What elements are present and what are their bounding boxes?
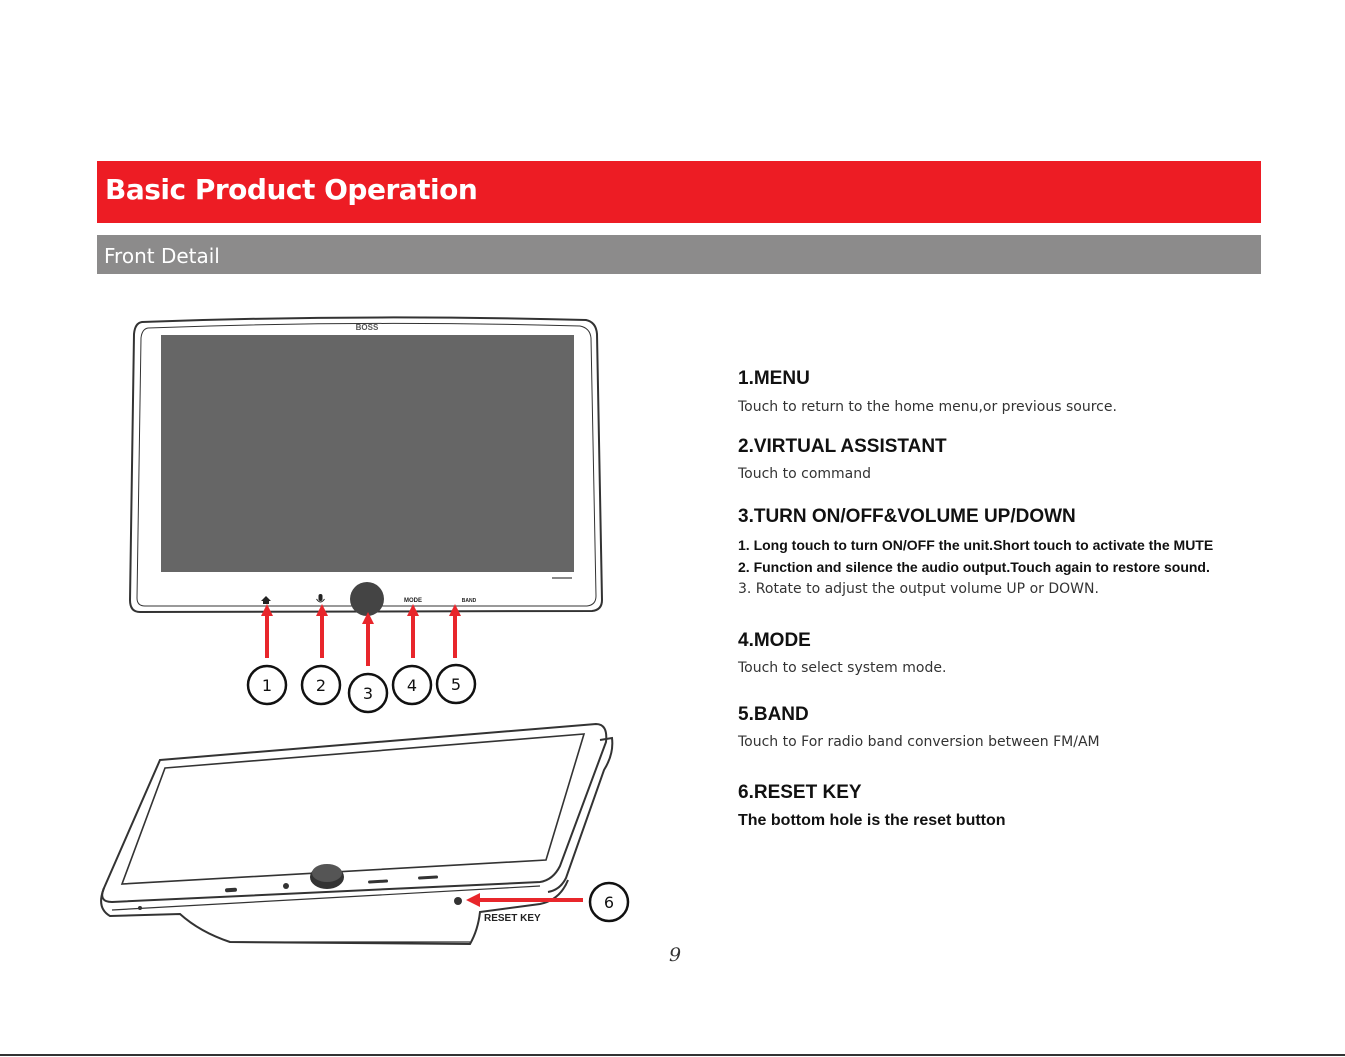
volume-knob-icon	[350, 582, 384, 616]
instruction-text: The bottom hole is the reset button	[738, 812, 1006, 829]
reset-hole	[454, 897, 462, 905]
page-title: Basic Product Operation	[105, 173, 478, 206]
perspective-knob	[310, 864, 344, 889]
instruction-text: Touch to command	[738, 466, 872, 482]
instruction-band: 5.BAND Touch to For radio band conversio…	[738, 704, 1100, 753]
subsection-title: Front Detail	[104, 244, 220, 268]
instruction-heading: 5.BAND	[738, 704, 809, 725]
instruction-virtual-assistant: 2.VIRTUAL ASSISTANT Touch to command	[738, 436, 947, 485]
instruction-power-volume: 3.TURN ON/OFF&VOLUME UP/DOWN 1. Long tou…	[738, 506, 1213, 600]
instruction-text: 1. Long touch to turn ON/OFF the unit.Sh…	[738, 537, 1214, 553]
callout-2: 2	[300, 664, 342, 706]
device-perspective-view	[100, 722, 614, 946]
product-diagram: BOSS MODE BAND 1 2 3 4	[100, 316, 630, 946]
svg-text:6: 6	[604, 893, 614, 912]
instruction-text: Touch to return to the home menu,or prev…	[738, 399, 1117, 415]
instruction-heading: 4.MODE	[738, 630, 811, 651]
instruction-text: Touch to For radio band conversion betwe…	[738, 734, 1100, 750]
device-screen	[161, 335, 574, 572]
page-number: 9	[669, 944, 682, 966]
callout-4: 4	[391, 664, 433, 706]
svg-text:2: 2	[316, 676, 326, 695]
instruction-text: Touch to select system mode.	[738, 660, 947, 676]
instruction-heading: 2.VIRTUAL ASSISTANT	[738, 436, 947, 457]
callout-1: 1	[246, 664, 288, 706]
subsection-title-bar: Front Detail	[97, 235, 1261, 274]
section-title-bar: Basic Product Operation	[97, 161, 1261, 223]
microphone-icon	[316, 594, 325, 603]
svg-text:1: 1	[262, 676, 272, 695]
home-icon	[261, 596, 271, 604]
callout-5: 5	[435, 663, 477, 705]
svg-text:3: 3	[363, 684, 373, 703]
instruction-heading: 6.RESET KEY	[738, 782, 862, 803]
instruction-reset-key: 6.RESET KEY The bottom hole is the reset…	[738, 782, 1006, 832]
instruction-text: 3. Rotate to adjust the output volume UP…	[738, 581, 1099, 597]
mode-label: MODE	[404, 598, 422, 604]
bottom-divider	[0, 1054, 1345, 1056]
band-label: BAND	[462, 598, 477, 604]
svg-text:4: 4	[407, 676, 417, 695]
instruction-heading: 3.TURN ON/OFF&VOLUME UP/DOWN	[738, 506, 1076, 527]
instruction-heading: 1.MENU	[738, 368, 810, 389]
instruction-menu: 1.MENU Touch to return to the home menu,…	[738, 368, 1117, 418]
instruction-mode: 4.MODE Touch to select system mode.	[738, 630, 946, 679]
reset-key-label: RESET KEY	[484, 913, 541, 924]
callout-3: 3	[347, 672, 389, 714]
callout-6: 6	[588, 881, 630, 923]
device-logo: BOSS	[356, 323, 379, 332]
svg-text:5: 5	[451, 675, 461, 694]
instruction-text: 2. Function and silence the audio output…	[738, 559, 1210, 575]
